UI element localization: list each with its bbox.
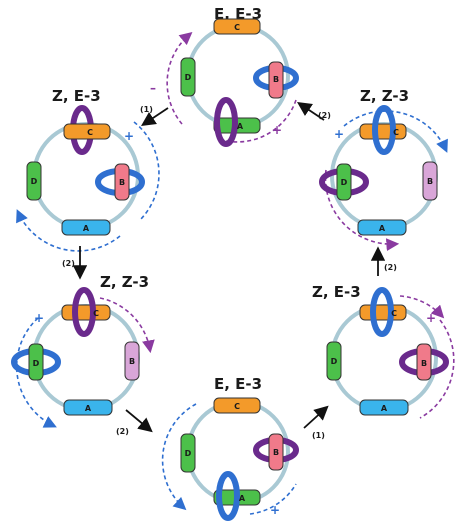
blue-rotation-arrow (15, 317, 57, 428)
minus-sign: – (150, 81, 156, 95)
cylinder-C: C (61, 287, 111, 337)
svg-text:D: D (185, 73, 192, 82)
blue-rotation-arrow (343, 110, 448, 153)
svg-text:A: A (85, 404, 92, 413)
svg-text:B: B (427, 177, 433, 186)
plus-sign: + (426, 311, 436, 325)
blue-shuttle-ring (370, 287, 394, 337)
svg-text:B: B (421, 359, 427, 368)
cylinder-A: A (213, 97, 261, 147)
plus-sign: + (334, 127, 344, 141)
cylinder-A: A (61, 219, 111, 236)
svg-text:B: B (273, 75, 279, 84)
cylinder-B: B (399, 343, 449, 381)
svg-text:(2): (2) (116, 427, 129, 436)
svg-text:A: A (83, 224, 90, 233)
purple-rotation-arrow (99, 297, 155, 354)
state-lower-left: Z, Z-3 + C D B A (11, 273, 155, 428)
svg-text:A: A (379, 224, 386, 233)
svg-text:C: C (391, 309, 397, 318)
cylinder-C: C (213, 18, 261, 35)
cylinder-B: B (253, 433, 299, 471)
cylinder-B: B (124, 341, 140, 381)
step-arrow-lower-left-to-bottom: (2) (116, 409, 153, 436)
cylinder-D: D (319, 163, 369, 201)
svg-text:(2): (2) (62, 259, 75, 268)
cylinder-B: B (422, 161, 438, 201)
svg-text:C: C (234, 23, 240, 32)
state-top: E, E-3 + – C D B A (150, 5, 299, 147)
svg-text:B: B (119, 178, 125, 187)
state-upper-right: Z, Z-3 + C D B A (319, 87, 448, 252)
svg-text:D: D (33, 359, 40, 368)
svg-text:A: A (237, 122, 244, 131)
blue-shuttle-ring (372, 105, 396, 155)
blue-rotation-arrow (249, 483, 297, 515)
step-arrow-lower-right-to-upper-right: (2) (370, 246, 397, 276)
state-title: Z, Z-3 (360, 87, 409, 105)
svg-text:D: D (31, 177, 38, 186)
svg-text:D: D (341, 178, 348, 187)
cylinder-C: C (359, 105, 407, 155)
svg-text:(2): (2) (384, 263, 397, 272)
state-bottom: E, E-3 + C D B A (161, 375, 299, 521)
cylinder-A: A (357, 219, 407, 236)
cylinder-D: D (180, 57, 196, 97)
cylinder-C: C (63, 105, 111, 155)
plus-sign: + (124, 129, 134, 143)
blue-rotation-arrow (133, 121, 160, 221)
svg-text:A: A (239, 494, 246, 503)
cylinder-B: B (95, 163, 145, 201)
blue-shuttle-ring (216, 471, 240, 521)
svg-text:B: B (273, 448, 279, 457)
step-arrow-bottom-to-lower-right: (1) (303, 405, 329, 440)
svg-text:D: D (331, 357, 338, 366)
plus-sign: + (270, 503, 280, 517)
svg-text:A: A (381, 404, 388, 413)
cylinder-A: A (63, 399, 113, 416)
step-arrow-upper-left-to-lower-left: (2) (62, 246, 88, 280)
state-upper-left: Z, E-3 + C D B A (16, 87, 160, 252)
purple-rotation-arrow (399, 295, 445, 319)
svg-text:(2): (2) (318, 111, 331, 120)
cylinder-A: A (213, 471, 261, 521)
state-title: E, E-3 (214, 375, 262, 393)
cylinder-D: D (26, 161, 42, 201)
purple-shuttle-ring (72, 287, 96, 337)
svg-text:C: C (234, 402, 240, 411)
svg-text:C: C (393, 128, 399, 137)
state-title: Z, Z-3 (100, 273, 149, 291)
purple-shuttle-ring (214, 97, 238, 147)
plus-sign: + (34, 311, 44, 325)
state-title: Z, E-3 (52, 87, 101, 105)
cylinder-D: D (180, 433, 196, 473)
macrocycle-ring (32, 304, 140, 412)
step-arrow-top-to-upper-left: (1) (140, 105, 169, 126)
state-lower-right: Z, E-3 + C D B A (312, 283, 455, 419)
cylinder-B: B (253, 61, 299, 99)
purple-rotation-arrow (166, 31, 193, 125)
state-title: Z, E-3 (312, 283, 361, 301)
blue-rotation-arrow (161, 403, 197, 511)
step-arrow-upper-right-to-top: (2) (297, 102, 331, 121)
blue-rotation-arrow (16, 209, 121, 252)
cylinder-C: C (213, 397, 261, 414)
svg-text:B: B (129, 357, 135, 366)
svg-text:C: C (87, 128, 93, 137)
cylinder-A: A (359, 399, 409, 416)
plus-sign: + (272, 123, 282, 137)
cylinder-D: D (11, 343, 61, 381)
svg-text:C: C (93, 309, 99, 318)
cylinder-C: C (359, 287, 407, 337)
svg-text:D: D (185, 449, 192, 458)
svg-text:(1): (1) (140, 105, 153, 114)
purple-rotation-arrow (419, 319, 455, 419)
cylinder-D: D (326, 341, 342, 381)
svg-text:(1): (1) (312, 431, 325, 440)
